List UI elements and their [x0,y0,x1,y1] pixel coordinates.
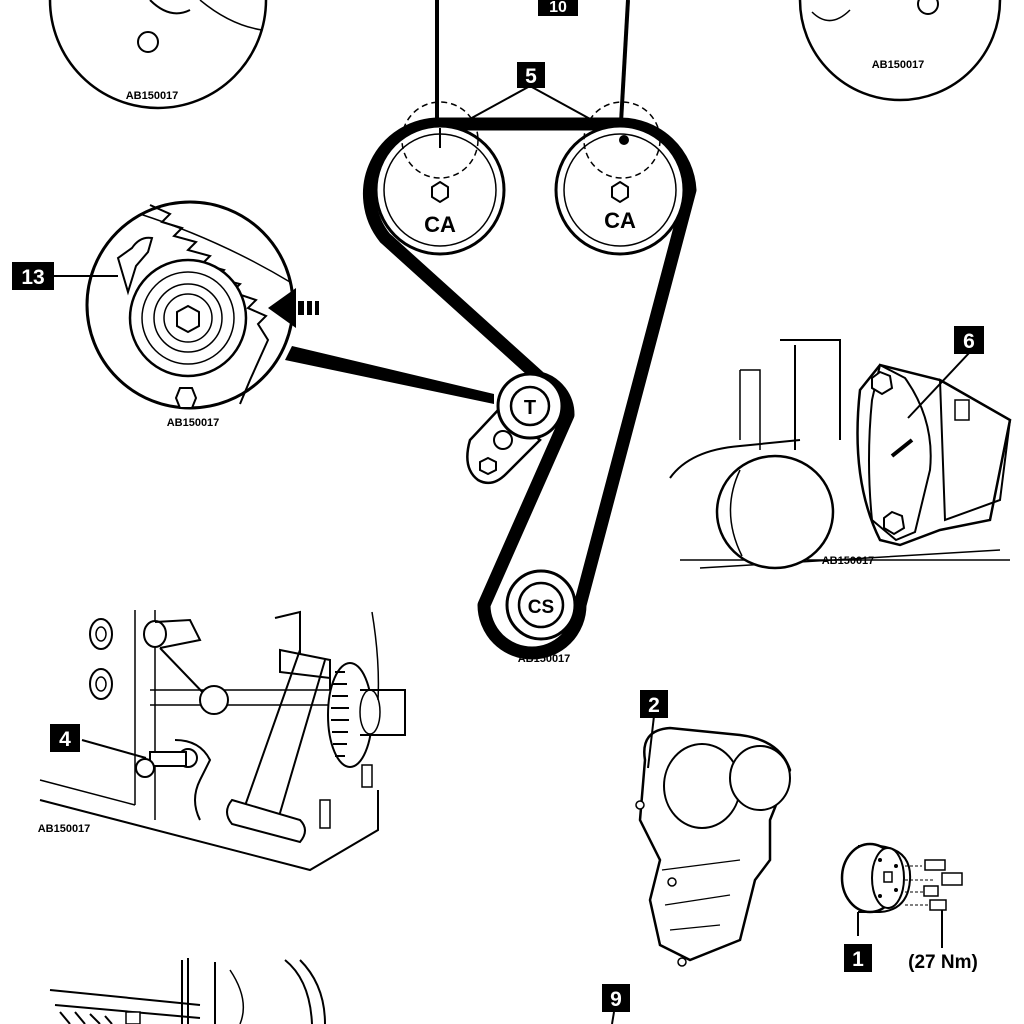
detail-bottom-left [49,958,326,1024]
pulley-label-ca-left: CA [424,212,456,237]
callout-2-label: 2 [648,694,660,717]
camshaft-pulley-left: CA [374,101,506,256]
detail-4-engine-bracket: AB150017 [38,610,406,872]
camshaft-pulley-right: CA [554,101,686,256]
hex-bolt-icon [174,387,198,409]
timing-belt [362,117,697,660]
detail-6-engine-tensioner: AB150017 [669,339,1012,570]
timing-mark-circle-right [583,101,661,179]
ref-code-detail-13: AB150017 [167,417,220,429]
detail-top-right: AB150017 [798,0,1002,102]
callout-13-label: 13 [21,266,44,289]
detail-top-left: AB150017 [48,0,268,110]
callout-2-group: 2 [640,690,668,718]
tensioner-pointer-icon [116,236,154,296]
callout-5-box [517,62,545,88]
detail-1-crank-pulley: (27 Nm) [840,842,978,973]
callout-10-group: 10 [435,0,630,141]
callout-4-box [50,724,80,752]
timing-mark-circle-left [401,101,479,179]
callout-13-box [12,262,54,290]
crank-sprocket-icon [327,662,406,768]
bolt-icon [923,859,963,911]
callout-4-group: 4 [50,724,80,752]
tensioner-assembly: T [466,372,564,485]
pulley-label-cs: CS [528,597,554,618]
callout-10-box [538,0,578,16]
ref-code-center: AB150017 [518,653,571,665]
callout-5-label: 5 [525,65,537,88]
detail-13-tensioner-zoom: AB150017 [85,200,494,429]
hex-bolt-icon [611,180,629,204]
pulley-label-t: T [524,397,536,419]
hex-bolt-icon [431,180,449,204]
callout-9-box [602,984,630,1012]
torque-spec: (27 Nm) [908,952,978,973]
callout-6-group: 6 [954,326,984,354]
callout-5-group: 5 [467,62,593,121]
bolt-icon [135,748,198,778]
callout-10-label: 10 [549,0,567,16]
pulley-label-ca-right: CA [604,208,636,233]
callout-6-label: 6 [963,330,975,353]
crankshaft-pulley: CS AB150017 [505,569,577,665]
callout-1-group: 1 [844,944,872,972]
callout-13-group: 13 [12,262,118,290]
callout-1-box [844,944,872,972]
callout-6-box [954,326,984,354]
hex-bolt-icon [871,370,894,396]
callout-9-group: 9 [602,984,630,1024]
ref-code-top-left: AB150017 [126,90,179,102]
callout-1-label: 1 [852,948,864,971]
callout-9-label: 9 [610,988,622,1011]
ref-code-top-right: AB150017 [872,59,925,71]
hex-bolt-icon [479,456,497,476]
ref-code-detail-6: AB150017 [822,555,875,567]
callout-2-box [640,690,668,718]
ref-code-detail-4: AB150017 [38,823,91,835]
arrow-left-icon [268,288,319,328]
detail-2-timing-cover [635,715,792,967]
hex-bolt-icon [176,304,200,334]
callout-4-label: 4 [59,728,71,751]
hex-bolt-icon [883,510,906,536]
